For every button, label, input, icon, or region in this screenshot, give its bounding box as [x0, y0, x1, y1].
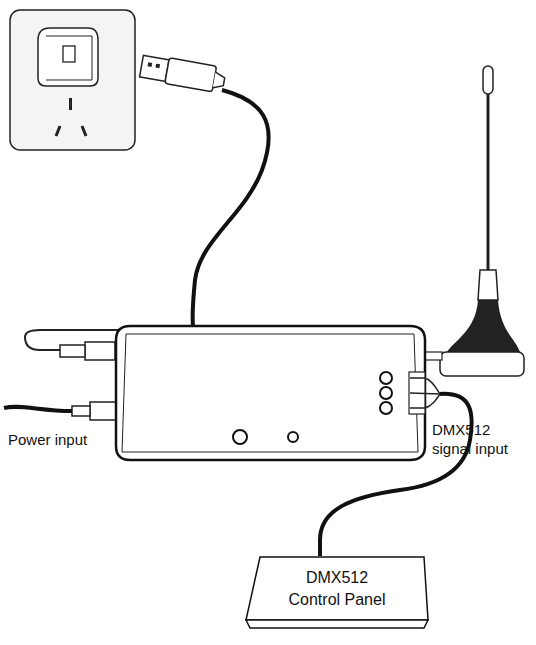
label: Power input [8, 430, 118, 449]
dmx-wire [410, 394, 440, 408]
control-panel: DMX512 Control Panel [244, 556, 430, 630]
power-cable [4, 407, 72, 411]
panel-base [246, 620, 428, 628]
usb-adapter-edge [46, 36, 92, 80]
controller-lid [122, 334, 418, 452]
terminal [380, 387, 392, 399]
dmx-cable [320, 394, 472, 556]
label: DMX512 signal input [432, 420, 522, 458]
antenna-mast [487, 78, 490, 270]
controller-housing [116, 326, 425, 460]
wall-socket [10, 10, 135, 150]
antenna-connector [424, 352, 442, 360]
button [233, 430, 247, 444]
terminal [380, 372, 392, 384]
power-plug [72, 406, 90, 416]
antenna-magnet [440, 352, 524, 376]
usb-adapter [38, 28, 98, 86]
terminal [380, 402, 392, 414]
indicator [288, 432, 298, 442]
usb-port [63, 46, 75, 62]
panel-face [246, 557, 428, 620]
antenna-collar [478, 270, 498, 300]
socket-pin [69, 98, 72, 110]
rf-connector [60, 345, 85, 357]
usb-plug [139, 53, 226, 93]
rf-connector [85, 342, 115, 360]
socket-pin [56, 126, 86, 136]
dmx-wire [410, 393, 440, 394]
power-jack [90, 402, 118, 420]
antenna-tip [483, 66, 493, 94]
panel-label: DMX512 Control Panel [281, 567, 393, 611]
dmx-wire [410, 378, 440, 394]
antenna-base [447, 300, 520, 352]
usb-cable [193, 90, 269, 326]
